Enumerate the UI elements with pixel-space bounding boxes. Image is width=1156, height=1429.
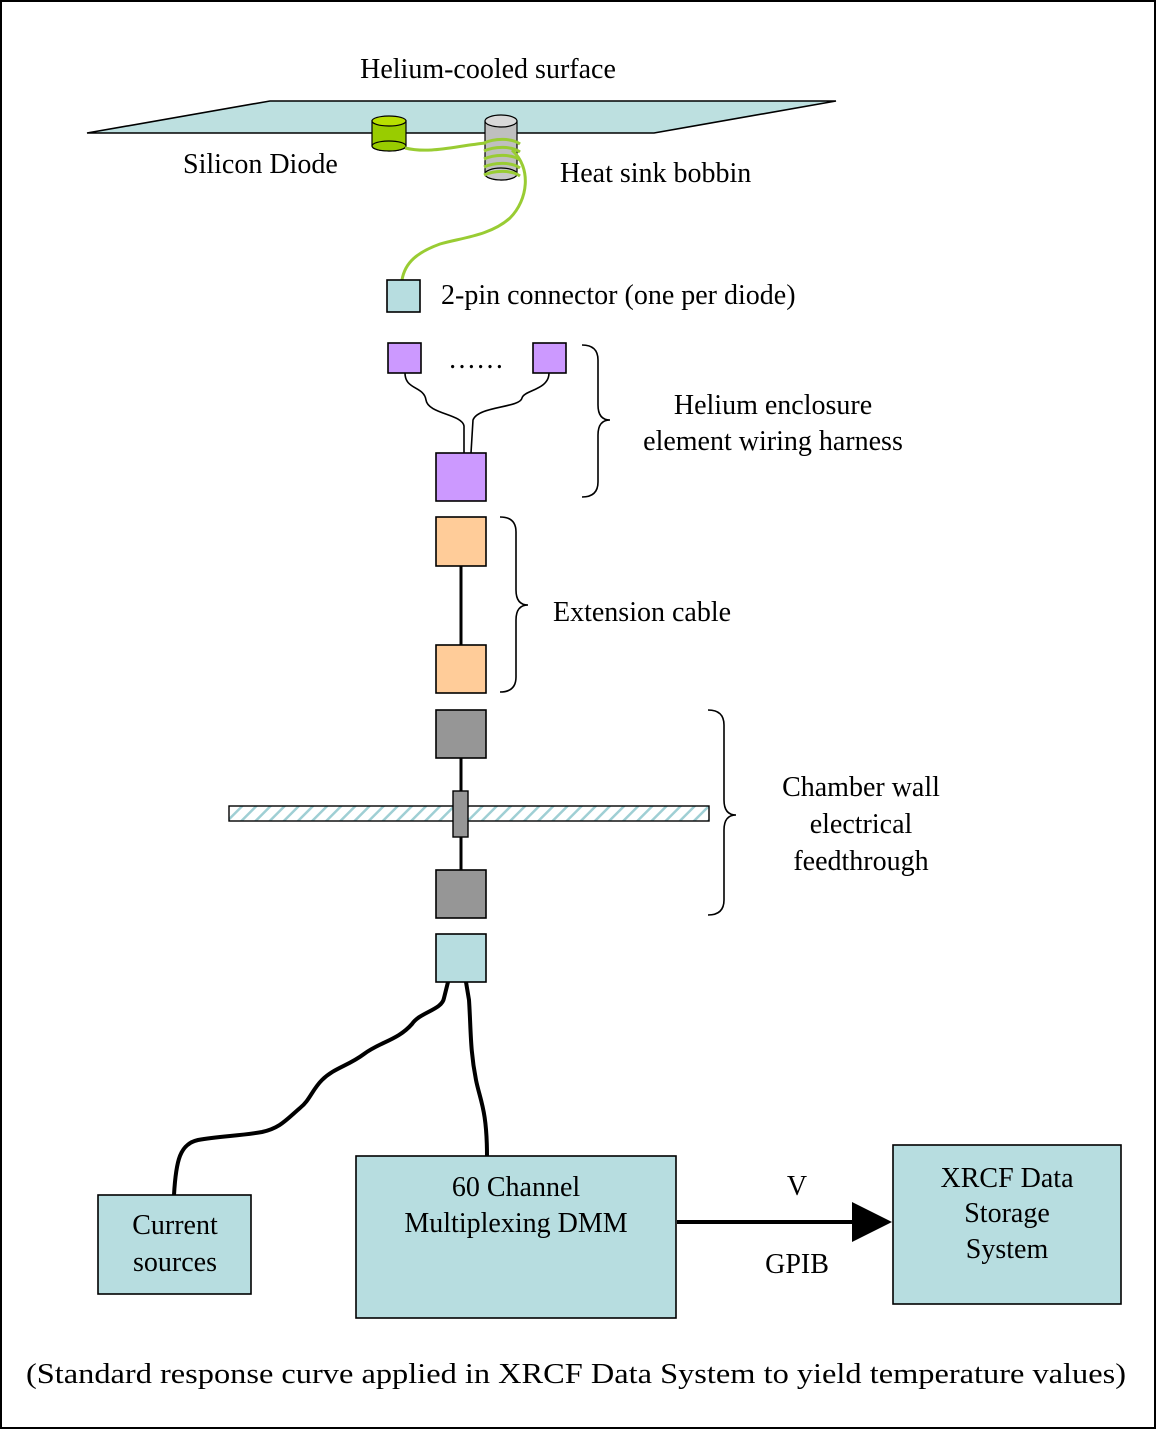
diagram-caption: (Standard response curve applied in XRCF… — [26, 1359, 1126, 1390]
harness-brace — [581, 344, 611, 498]
dmm-line1: 60 Channel — [452, 1172, 581, 1203]
instrument-connector — [435, 933, 487, 983]
feedthrough-label-line1: Chamber wall — [782, 772, 940, 803]
extension-label: Extension cable — [553, 597, 731, 628]
harness-connector-right — [532, 342, 567, 374]
chamber-wall — [228, 805, 710, 822]
current-sources-line2: sources — [133, 1247, 217, 1278]
gpib-label: GPIB — [765, 1249, 829, 1280]
diode-wire — [400, 137, 527, 281]
feedthrough-label-line2: electrical — [810, 809, 913, 840]
extension-brace — [499, 516, 529, 693]
feedthrough-label-line3: feedthrough — [793, 846, 928, 877]
v-label: V — [787, 1171, 807, 1202]
feedthrough-connector-bottom — [435, 869, 487, 919]
harness-ellipsis: …… — [448, 344, 504, 375]
harness-label-line1: Helium enclosure — [674, 390, 872, 421]
instrument-cables — [172, 981, 489, 1196]
feedthrough-brace — [707, 709, 737, 916]
two-pin-connector — [386, 279, 421, 313]
silicon-diode-icon — [371, 115, 407, 152]
xrcf-line1: XRCF Data — [941, 1163, 1075, 1194]
xrcf-line2: Storage — [964, 1198, 1050, 1229]
harness-wires — [404, 372, 550, 454]
harness-main-connector — [435, 452, 487, 502]
bobbin-label: Heat sink bobbin — [560, 158, 751, 189]
dmm-line2: Multiplexing DMM — [404, 1208, 627, 1239]
connector-label: 2-pin connector (one per diode) — [441, 280, 796, 311]
xrcf-line3: System — [966, 1234, 1049, 1265]
silicon-diode-label: Silicon Diode — [183, 149, 338, 180]
feedthrough-plug — [452, 790, 469, 838]
surface-label: Helium-cooled surface — [360, 54, 616, 85]
dmm-box — [355, 1155, 677, 1319]
helium-cooled-surface — [86, 100, 837, 134]
xrcf-storage-box — [892, 1144, 1122, 1305]
extension-connector-bottom — [435, 644, 487, 694]
feedthrough-connector-top — [435, 709, 487, 759]
harness-connector-left — [387, 342, 422, 374]
harness-label-line2: element wiring harness — [643, 426, 903, 457]
current-sources-line1: Current — [132, 1210, 218, 1241]
extension-connector-top — [435, 516, 487, 567]
current-sources-box — [97, 1194, 252, 1295]
